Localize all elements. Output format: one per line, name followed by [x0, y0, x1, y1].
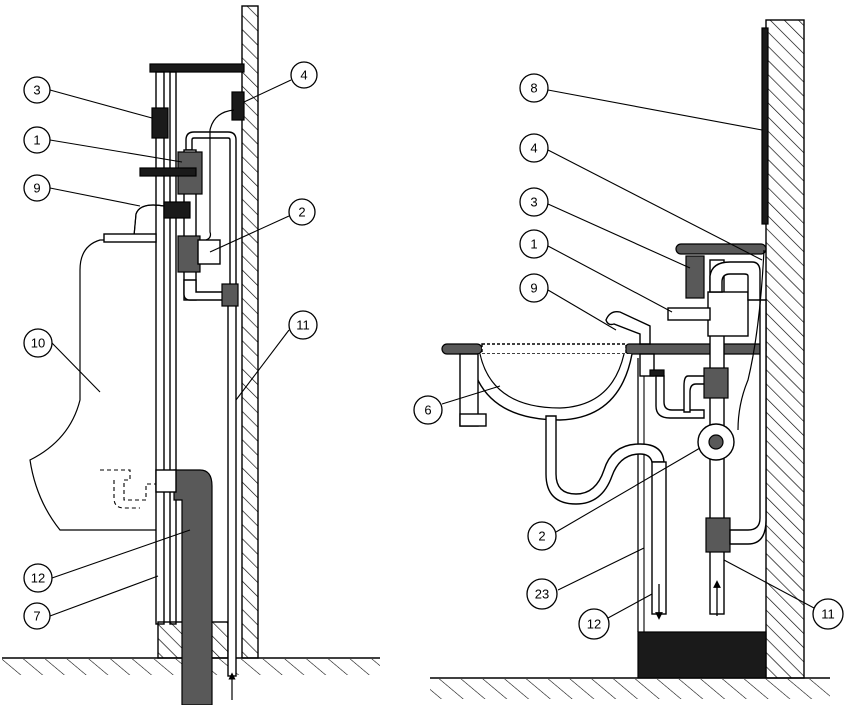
- leader-l12: [51, 529, 191, 579]
- right-basin-foot: [459, 413, 487, 427]
- left-pipe-bottom-elbow: [183, 279, 227, 301]
- left-supply-fitting: [221, 283, 239, 307]
- right-callouts: 8 4 3 1 9 6 2 23 12 11: [413, 73, 844, 640]
- right-figure: [430, 19, 830, 699]
- callout-l3-label: 3: [33, 83, 40, 98]
- right-cabinet-base: [637, 631, 767, 679]
- left-box-2-front: [197, 239, 221, 265]
- right-wall: [765, 19, 805, 679]
- right-faucet-supply: [655, 375, 705, 419]
- right-trap: [545, 415, 665, 505]
- right-shelf: [675, 243, 767, 255]
- leader-r3: [547, 203, 691, 269]
- left-fitting-9: [163, 201, 191, 219]
- leader-r6: [441, 385, 501, 405]
- right-wire-4: [737, 249, 765, 431]
- leader-l11: [235, 329, 290, 401]
- left-siphon: [100, 469, 158, 501]
- left-urinal-10: [29, 239, 156, 531]
- callout-l10-label: 10: [31, 336, 45, 351]
- leader-l10: [51, 342, 101, 393]
- left-drain-12: [173, 469, 213, 705]
- left-box-2: [177, 235, 201, 273]
- leader-l4: [243, 79, 292, 103]
- left-top-bar: [149, 63, 245, 73]
- right-valve-1: [707, 291, 749, 337]
- leader-l1: [49, 139, 183, 163]
- right-floor-hatch: [430, 679, 830, 699]
- callout-r1-label: 1: [530, 237, 537, 252]
- callout-r2-label: 2: [538, 529, 545, 544]
- callout-l4-label: 4: [300, 68, 307, 83]
- left-figure: [2, 5, 380, 705]
- leader-l3: [49, 89, 153, 119]
- left-rail-inner: [169, 71, 177, 625]
- callout-l2-label: 2: [298, 205, 305, 220]
- right-valve-knob: [667, 307, 711, 321]
- callout-r4-label: 4: [530, 141, 537, 156]
- callout-l1-label: 1: [33, 133, 40, 148]
- left-sensor-4: [231, 91, 245, 121]
- right-faucet-9: [605, 310, 651, 345]
- leader-l7: [49, 575, 159, 617]
- left-supply-pipe: [227, 295, 237, 677]
- leader-r9: [547, 289, 617, 331]
- callout-l11-label: 11: [296, 318, 310, 333]
- leader-r4: [547, 149, 763, 261]
- callout-r11-label: 11: [821, 607, 835, 622]
- right-mirror-8: [761, 27, 769, 225]
- leader-r8: [547, 89, 763, 131]
- right-counter-mid: [481, 343, 627, 355]
- callout-r9-label: 9: [530, 281, 537, 296]
- callout-r12-label: 12: [587, 617, 601, 632]
- left-valve-knob: [139, 167, 197, 177]
- callout-r3-label: 3: [530, 195, 537, 210]
- left-urinal-top: [103, 233, 157, 243]
- right-counter: [441, 343, 483, 355]
- callout-r8-label: 8: [530, 81, 537, 96]
- leader-r11: [723, 559, 815, 609]
- left-drain-connector: [155, 469, 177, 493]
- leader-r23: [557, 547, 645, 591]
- right-valve-elbow: [709, 261, 761, 301]
- right-basin-6: [469, 353, 633, 421]
- right-counter-right: [625, 343, 767, 355]
- right-elbow-lower: [705, 517, 731, 553]
- callout-l7-label: 7: [33, 609, 40, 624]
- leader-r1: [547, 245, 673, 313]
- left-wire: [205, 109, 235, 241]
- leader-l9: [49, 187, 141, 207]
- left-callouts: 3 4 1 9 2 11 10 12 7: [23, 61, 318, 630]
- leader-l2: [209, 215, 290, 253]
- left-clamp-3: [151, 107, 169, 139]
- callout-r23-label: 23: [535, 587, 549, 602]
- leader-r2: [555, 447, 701, 533]
- callout-r6-label: 6: [424, 403, 431, 418]
- right-fitting-lower: [703, 367, 729, 399]
- callout-l12-label: 12: [31, 571, 45, 586]
- leader-r12: [607, 593, 653, 619]
- right-fitting-3: [685, 255, 705, 299]
- callout-l9-label: 9: [33, 181, 40, 196]
